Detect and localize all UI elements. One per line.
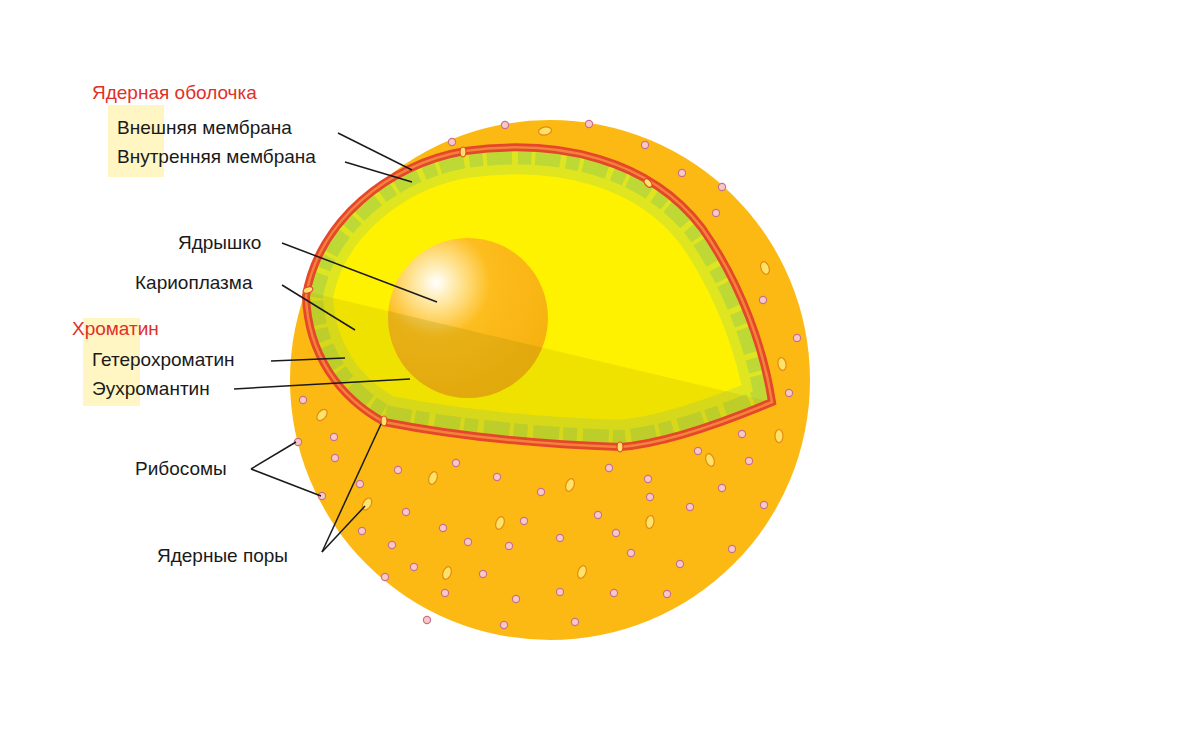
pore-ellipse <box>538 126 552 136</box>
ribosome-dot <box>641 141 648 148</box>
ribosome-dot <box>759 296 766 303</box>
cytoplasm-sphere <box>290 120 810 640</box>
ribosomes <box>294 120 800 628</box>
ribosome-dot <box>676 560 683 567</box>
ribosome-dot <box>505 542 512 549</box>
group-heading: Хроматин <box>72 318 159 340</box>
ribosome-dot <box>571 618 578 625</box>
pore-ellipse <box>315 407 329 422</box>
nuclear-pores <box>315 126 787 581</box>
ribosome-dot <box>585 120 592 127</box>
ribosome-dot <box>694 447 701 454</box>
ribosome-dot <box>388 541 395 548</box>
ribosome-dot <box>537 488 544 495</box>
part-label: Внутренняя мембрана <box>117 146 316 168</box>
group-heading: Ядерная оболочка <box>92 82 257 104</box>
ribosome-dot <box>594 511 601 518</box>
ribosome-dot <box>331 454 338 461</box>
ribosome-dot <box>500 621 507 628</box>
ribosome-dot <box>556 534 563 541</box>
ribosome-dot <box>520 517 527 524</box>
ribosome-dot <box>605 464 612 471</box>
ribosome-dot <box>330 433 337 440</box>
pore-ellipse <box>427 471 439 486</box>
part-label: Гетерохроматин <box>92 349 235 371</box>
ribosome-dot <box>728 545 735 552</box>
ribosome-dot <box>356 480 363 487</box>
pore-ellipse <box>777 357 787 371</box>
ribosome-dot <box>785 389 792 396</box>
part-label: Внешняя мембрана <box>117 117 292 139</box>
ribosome-dot <box>479 570 486 577</box>
pore-ellipse <box>564 478 576 493</box>
ribosome-dot <box>410 563 417 570</box>
part-label: Кариоплазма <box>135 272 252 294</box>
pore-ellipse <box>775 430 783 443</box>
ribosome-dot <box>610 589 617 596</box>
ribosome-dot <box>394 466 401 473</box>
ribosome-dot <box>402 508 409 515</box>
ribosome-dot <box>439 524 446 531</box>
ribosome-dot <box>745 457 752 464</box>
pore-ellipse <box>441 566 453 581</box>
pore-ellipse <box>704 453 716 468</box>
ribosome-dot <box>646 493 653 500</box>
part-label: Эухромантин <box>92 378 210 400</box>
ribosome-dot <box>464 538 471 545</box>
ribosome-dot <box>423 616 430 623</box>
ribosome-dot <box>452 459 459 466</box>
part-label: Рибосомы <box>135 458 227 480</box>
leader-lines <box>234 133 437 552</box>
ribosome-dot <box>712 209 719 216</box>
pore-ellipse <box>576 565 588 580</box>
ribosome-dot <box>441 589 448 596</box>
ribosome-dot <box>299 396 306 403</box>
nucleus-cut <box>290 130 790 470</box>
pore-ellipse <box>759 261 771 276</box>
ribosome-dot <box>501 121 508 128</box>
ribosome-dot <box>493 473 500 480</box>
ribosome-dot <box>644 475 651 482</box>
ribosome-dot <box>663 590 670 597</box>
ribosome-dot <box>358 527 365 534</box>
ribosome-dot <box>612 529 619 536</box>
ribosome-dot <box>556 588 563 595</box>
pore-ellipse <box>645 515 655 529</box>
ribosome-dot <box>678 169 685 176</box>
ribosome-dot <box>381 573 388 580</box>
ribosome-dot <box>512 595 519 602</box>
ribosome-dot <box>448 138 455 145</box>
ribosome-dot <box>718 484 725 491</box>
part-label: Ядерные поры <box>157 545 288 567</box>
nuclear-envelope <box>306 147 772 447</box>
pore-ellipse <box>494 516 506 531</box>
part-label: Ядрышко <box>178 232 261 254</box>
ribosome-dot <box>793 334 800 341</box>
ribosome-dot <box>738 430 745 437</box>
ribosome-dot <box>760 501 767 508</box>
ribosome-dot <box>627 549 634 556</box>
envelope-gap <box>306 147 772 447</box>
ribosome-dot <box>686 503 693 510</box>
envelope-pores <box>302 147 653 452</box>
ribosome-dot <box>718 183 725 190</box>
